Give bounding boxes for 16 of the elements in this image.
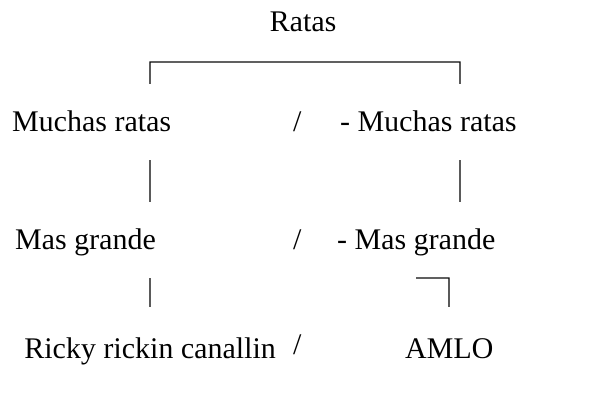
separator-slash: /: [293, 222, 302, 258]
connector-line: [149, 61, 303, 84]
node-text: - Mas grande: [337, 202, 496, 278]
connector-line: [149, 160, 151, 202]
separator-slash: /: [293, 327, 302, 363]
node-text: - Muchas ratas: [340, 84, 517, 160]
node-text: Ricky rickin canallin: [15, 307, 285, 371]
node-text: AMLO: [405, 307, 494, 371]
node-text: Mas grande: [15, 202, 156, 278]
node-text: Muchas ratas: [12, 84, 172, 160]
node-text: Ratas: [203, 4, 403, 62]
separator-slash: /: [293, 104, 302, 140]
connector-line: [149, 278, 151, 307]
connector-line: [459, 160, 461, 202]
connector-line: [303, 61, 461, 84]
connector-line: [416, 277, 450, 307]
